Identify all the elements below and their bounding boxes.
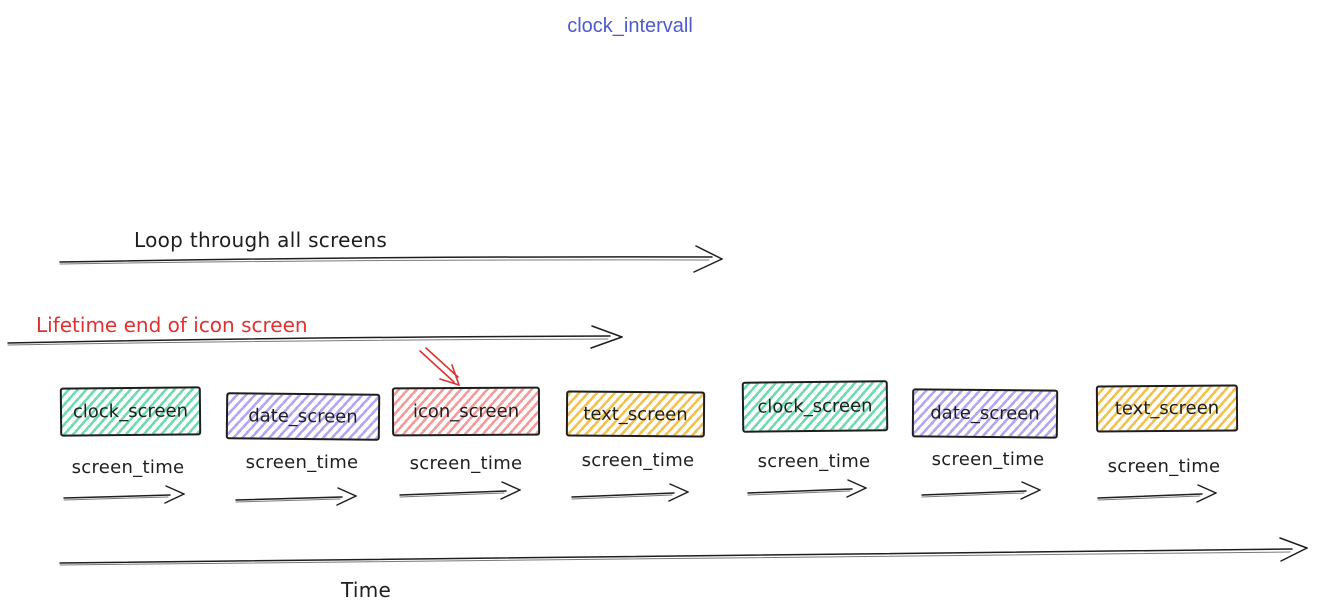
- screen-time-label: screen_time: [581, 450, 695, 471]
- lifetime-arrow-label: Lifetime end of icon screen: [36, 313, 308, 337]
- screen-time-arrow: [571, 483, 689, 502]
- screen-time-arrow: [747, 479, 867, 498]
- screen-time-arrows: [63, 479, 1217, 506]
- screen-time-arrow: [921, 481, 1041, 500]
- screen-time-arrow: [1097, 484, 1217, 503]
- time-axis-label: Time: [341, 578, 392, 602]
- screen-box-text-1: text_screen: [565, 390, 706, 438]
- screen-box-label: clock_screen: [757, 395, 873, 418]
- icon-screen-pointer-arrow: [419, 347, 460, 386]
- screen-time-label: screen_time: [1107, 456, 1221, 477]
- screen-box-text-2: text_screen: [1095, 384, 1239, 433]
- screen-time-label: screen_time: [757, 451, 871, 472]
- screen-time-label: screen_time: [931, 449, 1045, 470]
- screen-box-icon: icon_screen: [391, 386, 541, 437]
- screen-time-label: screen_time: [245, 452, 359, 473]
- screen-time-arrow: [399, 481, 521, 500]
- screen-box-label: date_screen: [930, 402, 1040, 425]
- screen-box-label: text_screen: [583, 403, 688, 425]
- screen-box-label: text_screen: [1114, 397, 1220, 420]
- screen-time-arrow: [63, 485, 185, 504]
- time-axis-arrow: [59, 537, 1308, 566]
- loop-arrow-label: Loop through all screens: [134, 228, 388, 252]
- screen-box-clock-1: clock_screen: [59, 386, 202, 437]
- screen-box-date-2: date_screen: [911, 388, 1059, 439]
- screen-box-clock-2: clock_screen: [741, 380, 889, 433]
- screen-box-label: date_screen: [248, 405, 358, 428]
- diagram-title: clock_intervall: [567, 15, 693, 37]
- screen-time-label: screen_time: [409, 453, 523, 474]
- screen-box-date-1: date_screen: [225, 392, 381, 441]
- screen-box-label: clock_screen: [72, 400, 189, 423]
- screen-box-label: icon_screen: [412, 400, 520, 423]
- screen-time-label: screen_time: [71, 457, 185, 478]
- screen-time-arrow: [235, 487, 357, 506]
